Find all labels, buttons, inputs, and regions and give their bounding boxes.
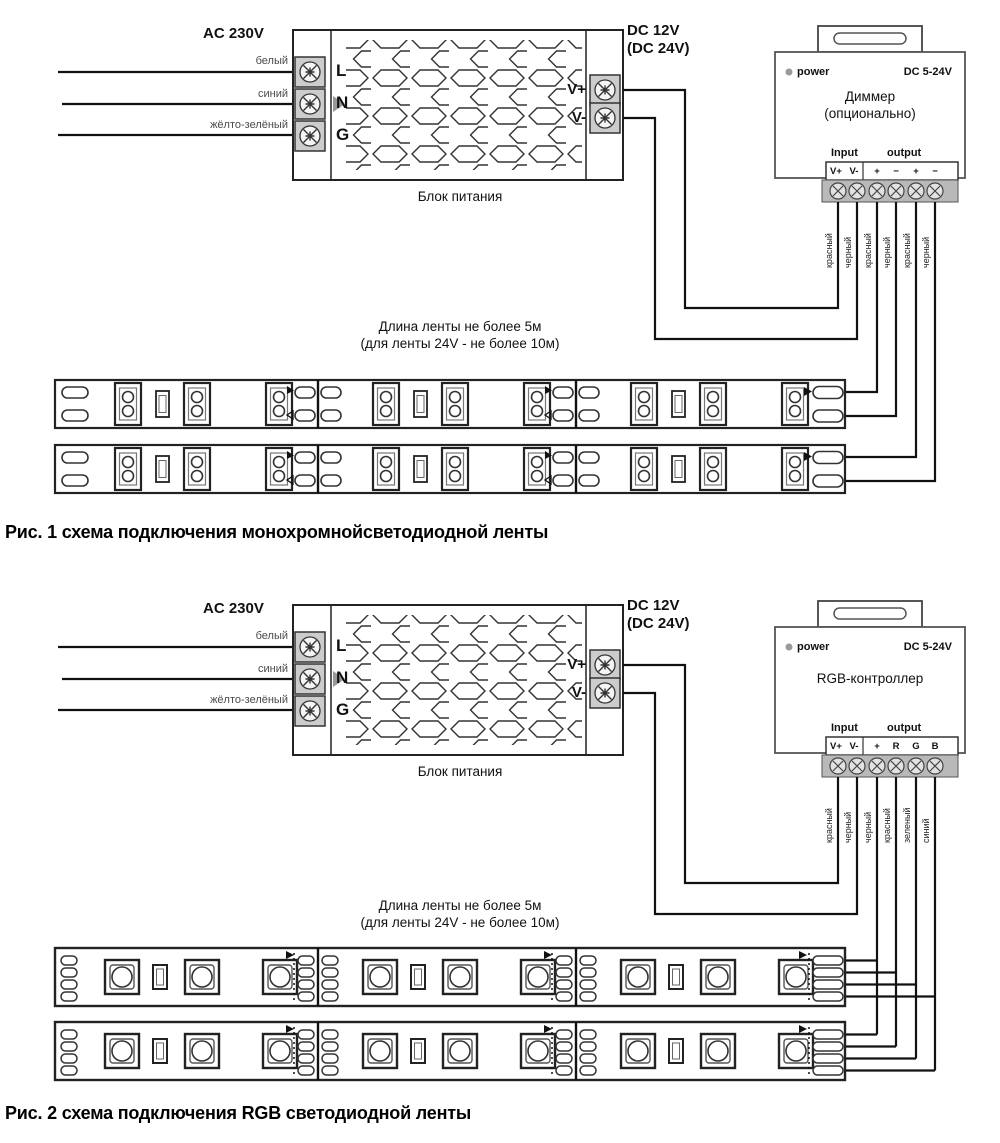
wire-color-5: красный xyxy=(902,233,912,268)
terminal-L-label: L xyxy=(336,61,347,80)
psu-caption: Блок питания xyxy=(417,189,503,204)
terminal-vplus-label: V+ xyxy=(567,656,586,673)
terminal-L-label: L xyxy=(336,636,347,655)
figure-2-rgb-diagram: AC 230V белый синий жёлто-зелёный L N G … xyxy=(0,575,1000,1143)
terminal-G-label: G xyxy=(336,125,350,144)
controller-terminal-2: V- xyxy=(849,741,859,752)
wire-label-yellow-green: жёлто-зелёный xyxy=(210,119,288,131)
controller-title-line1: RGB-контроллер xyxy=(816,671,924,686)
terminal-vplus-label: V+ xyxy=(567,81,586,98)
controller-output-label: output xyxy=(887,722,922,734)
controller-output-label: output xyxy=(887,147,922,159)
controller-terminal-2: V- xyxy=(849,166,859,177)
controller-input-label: Input xyxy=(831,147,858,159)
figure1-caption: Рис. 1 схема подключения монохромнойсвет… xyxy=(5,522,549,542)
led-strip-mono-2 xyxy=(55,445,845,493)
wire-color-1: красный xyxy=(824,808,834,843)
figure-1-mono-diagram: AC 230V белый синий жёлто-зелёный L N G … xyxy=(0,0,1000,570)
terminal-N-label: N xyxy=(336,93,349,112)
wire-color-3: красный xyxy=(863,233,873,268)
psu-caption: Блок питания xyxy=(417,764,503,779)
wire-label-white: белый xyxy=(255,630,288,642)
controller-voltage-label: DC 5-24V xyxy=(903,66,952,78)
ac-voltage-label: AC 230V xyxy=(203,600,264,617)
dc-voltage-label-line2: (DC 24V) xyxy=(627,615,690,632)
controller-terminal-3: + xyxy=(874,166,880,177)
led-strip-rgb-1 xyxy=(55,948,845,1006)
wire-color-4: черный xyxy=(882,236,892,268)
dc-voltage-label-line1: DC 12V xyxy=(627,22,680,39)
dc-voltage-label-line2: (DC 24V) xyxy=(627,40,690,57)
controller-terminal-1: V+ xyxy=(830,166,842,177)
strip-length-note-line2: (для ленты 24V - не более 10м) xyxy=(360,336,560,351)
controller-terminal-5: G xyxy=(912,741,920,752)
wire-label-yellow-green: жёлто-зелёный xyxy=(210,694,288,706)
terminal-vminus-label: V- xyxy=(571,109,586,126)
wire-color-1: красный xyxy=(824,233,834,268)
dc-and-output-wires xyxy=(623,88,937,483)
dc-voltage-label-line1: DC 12V xyxy=(627,597,680,614)
terminal-vminus-label: V- xyxy=(571,684,586,701)
wire-color-2: черный xyxy=(843,236,853,268)
strip-length-note-line2: (для ленты 24V - не более 10м) xyxy=(360,915,560,930)
led-strip-rgb-2 xyxy=(55,1022,845,1080)
ac-input-wires xyxy=(58,645,293,712)
power-indicator-label: power xyxy=(797,641,830,653)
wire-label-blue: синий xyxy=(257,88,288,100)
strip-length-note-line1: Длина ленты не более 5м xyxy=(378,898,542,913)
wire-color-6: черный xyxy=(921,236,931,268)
ac-input-wires xyxy=(58,70,293,137)
figure2-schematic-graphics xyxy=(0,575,1000,1120)
controller-voltage-label: DC 5-24V xyxy=(903,641,952,653)
figure2-caption: Рис. 2 схема подключения RGB светодиодно… xyxy=(5,1103,472,1123)
figure1-schematic-graphics xyxy=(0,0,1000,545)
strip-length-note-line1: Длина ленты не более 5м xyxy=(378,319,542,334)
terminal-G-label: G xyxy=(336,700,350,719)
controller-terminal-6: B xyxy=(931,741,939,752)
ac-voltage-label: AC 230V xyxy=(203,25,264,42)
controller-terminal-3: + xyxy=(874,741,880,752)
terminal-N-label: N xyxy=(336,668,349,687)
wire-color-3: черный xyxy=(863,811,873,843)
wire-color-2: черный xyxy=(843,811,853,843)
wire-label-white: белый xyxy=(255,55,288,67)
controller-title-line2: (опционально) xyxy=(824,106,916,121)
controller-input-label: Input xyxy=(831,722,858,734)
controller-terminal-1: V+ xyxy=(830,741,842,752)
controller-terminal-6: − xyxy=(932,166,938,177)
controller-title-line1: Диммер xyxy=(844,89,896,104)
controller-terminal-5: + xyxy=(913,166,919,177)
wire-label-blue: синий xyxy=(257,663,288,675)
controller-terminal-4: R xyxy=(892,741,900,752)
power-indicator-label: power xyxy=(797,66,830,78)
wire-color-6: синий xyxy=(921,818,931,843)
wire-color-5: зеленый xyxy=(902,807,912,843)
dc-and-output-wires xyxy=(623,663,937,1072)
led-strip-mono-1 xyxy=(55,380,845,428)
wire-color-4: красный xyxy=(882,808,892,843)
controller-terminal-4: − xyxy=(893,166,899,177)
